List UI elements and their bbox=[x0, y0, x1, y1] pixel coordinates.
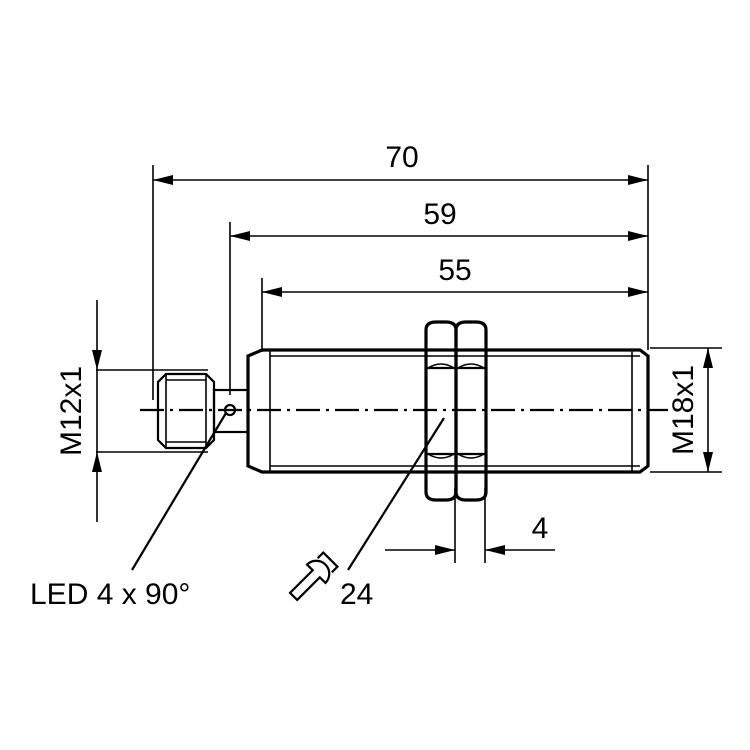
wrench-size-label: 24 bbox=[340, 578, 373, 611]
dimension-55: 55 bbox=[262, 254, 648, 297]
dimension-4: 4 bbox=[385, 512, 555, 555]
wrench-icon bbox=[288, 550, 340, 602]
dim-55-label: 55 bbox=[438, 254, 471, 287]
dim-4-label: 4 bbox=[532, 512, 549, 545]
sensor-body bbox=[140, 320, 668, 502]
dimension-m12: M12x1 bbox=[55, 300, 102, 522]
leader-lines bbox=[131, 412, 445, 571]
dim-70-label: 70 bbox=[385, 141, 418, 174]
extension-lines bbox=[96, 165, 722, 563]
hex-nuts bbox=[424, 320, 488, 502]
dimension-59: 59 bbox=[230, 198, 648, 241]
dim-m12-label: M12x1 bbox=[55, 366, 88, 456]
dim-m18-label: M18x1 bbox=[667, 365, 700, 455]
led-label: LED 4 x 90° bbox=[30, 578, 190, 611]
dimension-m18: M18x1 bbox=[667, 348, 713, 472]
dim-59-label: 59 bbox=[423, 198, 456, 231]
dimension-70: 70 bbox=[153, 141, 648, 185]
